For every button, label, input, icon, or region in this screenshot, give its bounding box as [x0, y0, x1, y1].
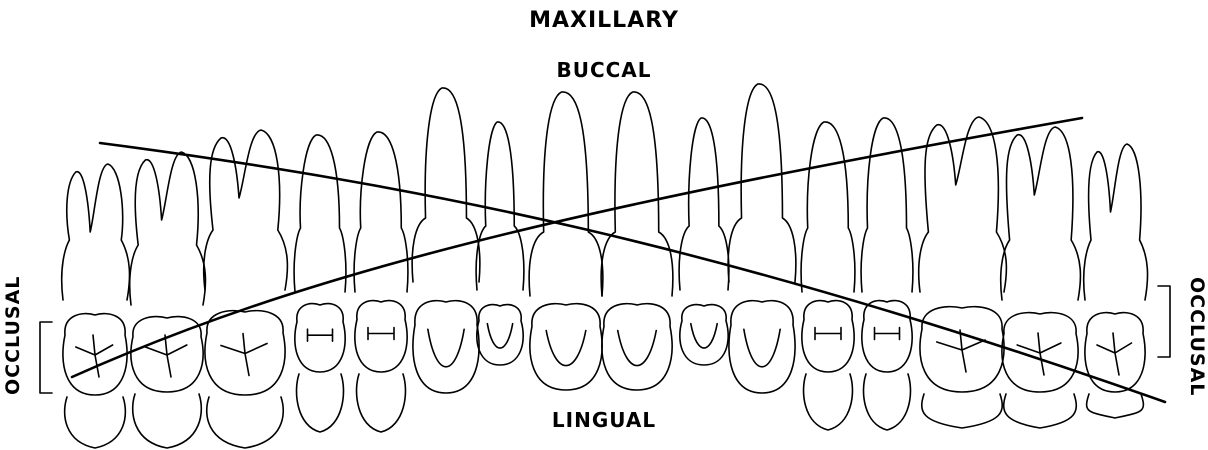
- tooth-lingual-outline: [864, 374, 911, 430]
- tooth-occlusal-outline: [802, 301, 854, 372]
- tooth-lingual-outline: [207, 397, 284, 448]
- tooth-cingulum: [487, 324, 512, 348]
- tooth-cingulum: [428, 329, 464, 367]
- tooth-central-groove: [815, 328, 841, 340]
- left-occlusal-bracket: [40, 322, 52, 393]
- tooth-occlusal-outline: [729, 301, 795, 393]
- tooth-left-second-molar: [130, 152, 206, 448]
- tooth-left-central-incisor: [529, 92, 603, 390]
- tooth-lingual-outline: [65, 397, 126, 448]
- tooth-occlusal-outline: [355, 301, 407, 372]
- tooth-left-lateral-incisor: [476, 122, 524, 365]
- tooth-root-crown: [861, 118, 913, 292]
- tooth-root-crown: [601, 92, 673, 296]
- tooth-root-crown: [130, 152, 206, 305]
- tooth-groove-pattern: [76, 335, 113, 377]
- tooth-groove-pattern: [1097, 333, 1132, 375]
- tooth-central-groove: [308, 329, 333, 341]
- tooth-root-crown: [1001, 127, 1081, 300]
- tooth-occlusal-outline: [477, 305, 523, 365]
- tooth-right-canine: [728, 84, 796, 393]
- tooth-cingulum: [691, 324, 717, 348]
- tooth-root-crown: [801, 122, 855, 292]
- tooth-root-crown: [1084, 144, 1148, 300]
- tooth-root-crown: [294, 135, 346, 292]
- tooth-left-third-molar: [62, 164, 130, 448]
- tooth-lingual-outline: [133, 394, 202, 448]
- tooth-occlusal-outline: [530, 304, 602, 390]
- tooth-root-crown: [529, 92, 603, 296]
- tooth-left-canine: [412, 88, 480, 393]
- tooth-lingual-outline: [1087, 394, 1144, 418]
- tooth-right-lateral-incisor: [679, 118, 729, 365]
- ascending-curve-line: [72, 118, 1082, 377]
- tooth-cingulum: [546, 331, 586, 366]
- teeth-group: [62, 84, 1148, 448]
- tooth-root-crown: [412, 88, 480, 282]
- tooth-lingual-outline: [297, 374, 344, 432]
- tooth-occlusal-outline: [602, 304, 672, 390]
- tooth-right-second-molar: [1001, 127, 1081, 428]
- tooth-cingulum: [618, 331, 657, 366]
- tooth-groove-pattern: [937, 330, 985, 372]
- tooth-cingulum: [744, 329, 780, 367]
- tooth-right-second-premolar: [861, 118, 913, 430]
- tooth-groove-pattern: [221, 334, 267, 376]
- tooth-left-first-molar: [204, 130, 288, 448]
- tooth-central-groove: [368, 328, 394, 340]
- right-occlusal-bracket: [1158, 286, 1170, 357]
- descending-curve-line: [100, 143, 1165, 402]
- tooth-root-crown: [62, 164, 130, 300]
- tooth-occlusal-outline: [413, 301, 479, 393]
- tooth-root-crown: [204, 130, 288, 290]
- tooth-lingual-outline: [804, 374, 853, 430]
- tooth-root-crown: [919, 117, 1007, 292]
- tooth-occlusal-outline: [295, 304, 345, 372]
- tooth-groove-pattern: [145, 335, 186, 377]
- tooth-left-first-premolar: [354, 132, 408, 432]
- tooth-occlusal-outline: [680, 305, 728, 365]
- tooth-central-groove: [875, 328, 900, 340]
- tooth-lingual-outline: [922, 394, 1002, 428]
- tooth-right-first-molar: [919, 117, 1007, 428]
- tooth-lingual-outline: [357, 374, 406, 432]
- tooth-lingual-outline: [1004, 394, 1077, 428]
